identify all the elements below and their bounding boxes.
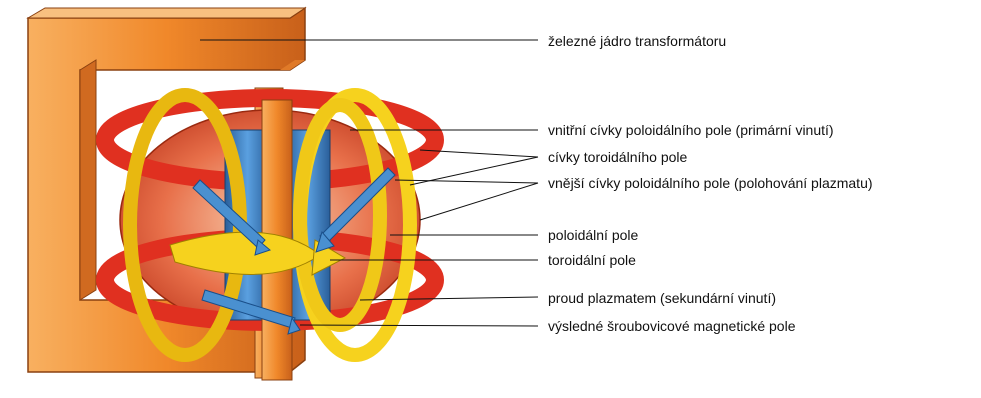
label-plasma-current: proud plazmatem (sekundární vinutí) xyxy=(548,290,776,306)
label-outer-poloidal-coils: vnější cívky poloidálního pole (polohová… xyxy=(548,175,873,191)
label-iron-core: železné jádro transformátoru xyxy=(548,33,726,49)
label-poloidal-field: poloidální pole xyxy=(548,227,638,243)
label-helical-field: výsledné šroubovicové magnetické pole xyxy=(548,318,795,334)
label-toroidal-field: toroidální pole xyxy=(548,252,636,268)
label-toroidal-coils: cívky toroidálního pole xyxy=(548,149,687,165)
label-inner-poloidal-coils: vnitřní cívky poloidálního pole (primárn… xyxy=(548,122,834,138)
